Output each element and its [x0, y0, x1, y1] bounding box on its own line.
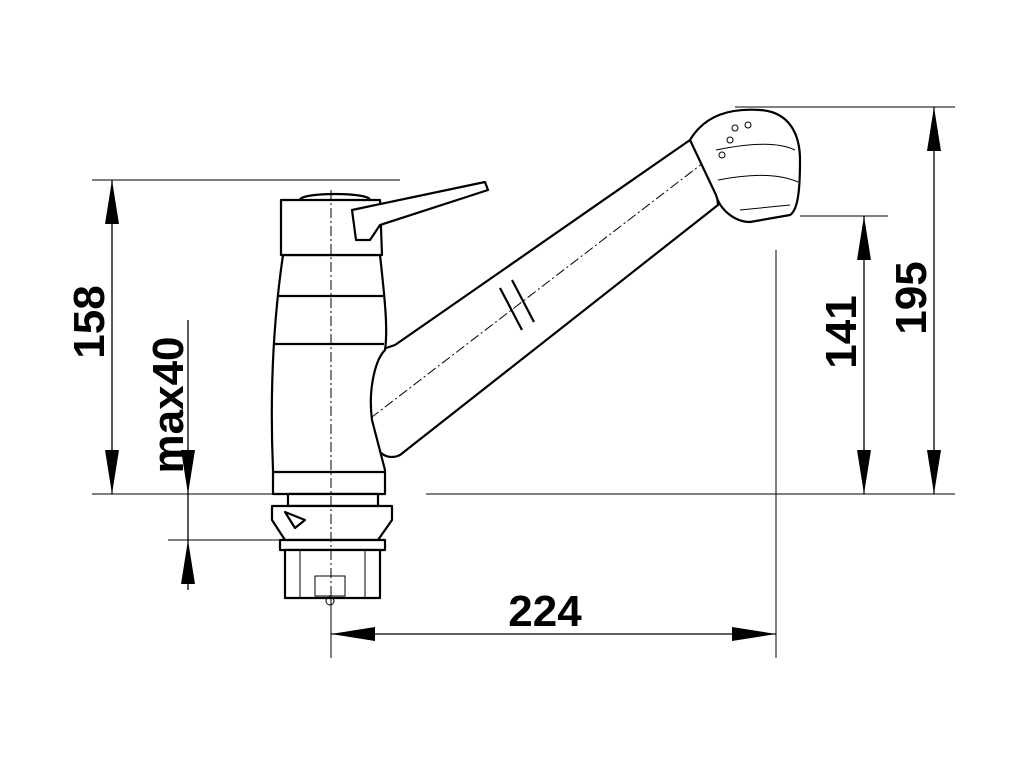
dimension-224-label: 224: [508, 587, 582, 636]
extension-lines: [92, 106, 955, 658]
faucet-column: [270, 253, 388, 496]
dimension-max40: max40: [144, 320, 195, 590]
spout: [366, 138, 720, 458]
dimension-195-label: 195: [887, 261, 936, 334]
faucet-illustration: [270, 108, 802, 620]
dimension-195: 195: [887, 107, 941, 494]
spray-head: [688, 108, 802, 224]
dimension-224: 224: [331, 587, 776, 641]
dimension-158: 158: [65, 180, 119, 494]
dimension-158-label: 158: [65, 285, 114, 358]
dimension-141: 141: [817, 216, 871, 494]
dimension-max40-label: max40: [144, 336, 193, 473]
dimension-141-label: 141: [817, 295, 866, 368]
lever-handle: [350, 180, 490, 242]
